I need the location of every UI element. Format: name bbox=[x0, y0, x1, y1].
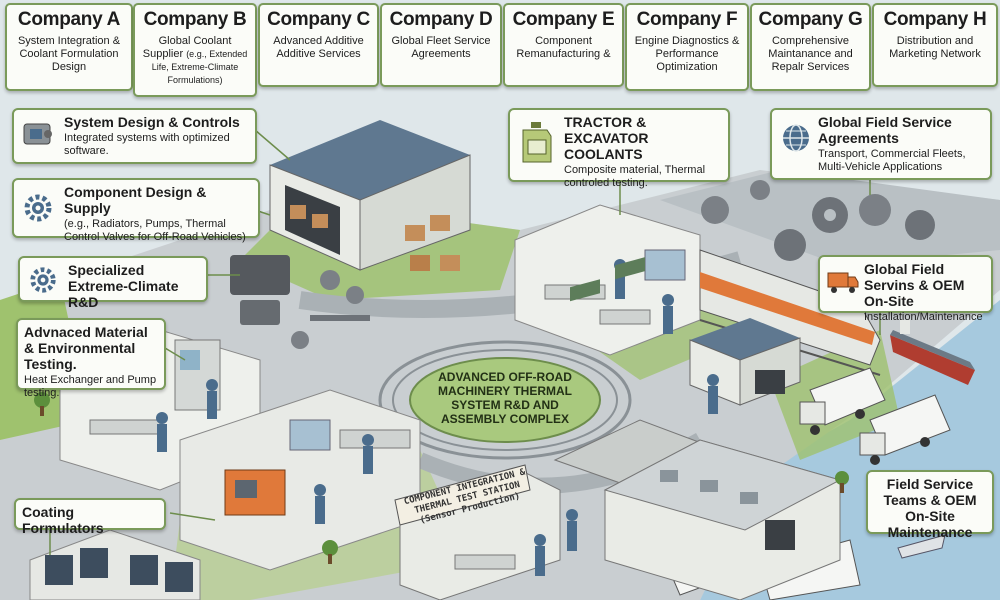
label-title: Advnaced Material & Environmental Testin… bbox=[24, 324, 148, 372]
company-card-b[interactable]: Company B Global Coolant Supplier (e.g.,… bbox=[133, 3, 257, 97]
label-desc: Composite material, Thermal controled te… bbox=[564, 164, 706, 189]
company-desc: Comprehensive Maintanance and Repalr Ser… bbox=[768, 35, 853, 73]
label-desc: Integrated systems with optimized softwa… bbox=[64, 132, 230, 157]
company-name: Company C bbox=[267, 9, 370, 30]
truck-icon bbox=[827, 272, 859, 293]
company-card-g[interactable]: Company G Comprehensive Maintanance and … bbox=[750, 3, 871, 91]
label-title: Component Design & Supply bbox=[64, 184, 207, 216]
label-material-testing[interactable]: Advnaced Material & Environmental Testin… bbox=[16, 318, 166, 399]
label-desc: Transport, Commercial Fleets, Multi-Vehi… bbox=[818, 148, 966, 173]
company-note: (e.g., Extended Life, Extreme-Climate Fo… bbox=[151, 49, 248, 85]
company-card-d[interactable]: Company D Global Fleet Service Agreement… bbox=[380, 3, 502, 87]
company-name: Company A bbox=[17, 9, 121, 30]
label-title: TRACTOR & EXCAVATOR COOLANTS bbox=[564, 114, 649, 162]
center-ring-mid bbox=[392, 349, 618, 451]
coolant-lab bbox=[514, 204, 701, 356]
company-name: Company E bbox=[512, 9, 615, 30]
label-system-design[interactable]: System Design & Controls Integrated syst… bbox=[12, 108, 257, 164]
gear-parts-display bbox=[660, 170, 1000, 265]
trees bbox=[34, 392, 849, 564]
globe-icon bbox=[783, 124, 809, 152]
label-title: Global Field Service Agreements bbox=[818, 114, 952, 146]
company-name: Company G bbox=[758, 9, 863, 30]
company-desc: Advanced Additive Additive Services bbox=[273, 35, 364, 60]
label-title: Specialized Extreme-Climate R&D bbox=[68, 262, 179, 310]
label-coolants[interactable]: TRACTOR & EXCAVATOR COOLANTS Composite m… bbox=[508, 108, 730, 189]
cargo-ship bbox=[890, 320, 975, 385]
company-desc: Global Fleet Service Agreements bbox=[391, 35, 491, 60]
cpu-chip-icon bbox=[23, 123, 52, 145]
gear-icon bbox=[30, 267, 56, 293]
label-field-agreements[interactable]: Global Field Service Agreements Transpor… bbox=[770, 108, 992, 180]
label-component-design[interactable]: Component Design & Supply (e.g., Radiato… bbox=[12, 178, 260, 243]
gear-icon bbox=[24, 194, 52, 222]
center-ring-core bbox=[409, 357, 601, 443]
test-station bbox=[394, 464, 578, 600]
depot-building bbox=[689, 318, 801, 414]
company-card-c[interactable]: Company C Advanced Additive Additive Ser… bbox=[258, 3, 379, 87]
company-desc: Global Coolant Supplier (e.g., Extended … bbox=[138, 35, 252, 87]
company-desc: Engine Diagnostics & Performance Optimiz… bbox=[634, 35, 740, 73]
company-card-a[interactable]: Company A System Integration & Coolant F… bbox=[5, 3, 133, 91]
production-hall bbox=[603, 439, 842, 600]
complex-title: ADVANCED OFF-ROAD MACHINERY THERMAL SYST… bbox=[438, 370, 572, 426]
machining-area bbox=[179, 389, 421, 571]
company-card-h[interactable]: Company H Distribution and Marketing Net… bbox=[872, 3, 998, 87]
company-desc: Distribution and Marketing Network bbox=[889, 35, 981, 60]
boat bbox=[897, 534, 946, 559]
label-title: Field Service Teams & OEM On-Site Mainte… bbox=[883, 476, 977, 540]
assembly-floor bbox=[553, 257, 722, 491]
label-title: Global Field Servins & OEM On-Site bbox=[864, 261, 965, 309]
label-title: System Design & Controls bbox=[64, 114, 240, 130]
engine-parts-display bbox=[230, 255, 370, 349]
company-desc-main: Global Coolant Supplier bbox=[142, 35, 232, 60]
company-name: Company F bbox=[636, 9, 738, 30]
warehouse-building bbox=[269, 120, 471, 271]
company-name: Company H bbox=[883, 9, 987, 30]
coolant-jug-icon bbox=[522, 122, 552, 163]
label-coating[interactable]: Coating Formulators bbox=[14, 498, 166, 536]
company-name: Company B bbox=[143, 9, 247, 30]
center-ring-outer bbox=[378, 340, 632, 460]
company-card-f[interactable]: Company F Engine Diagnostics & Performan… bbox=[625, 3, 749, 91]
label-field-servins[interactable]: Global Field Servins & OEM On-Site Insta… bbox=[818, 255, 993, 323]
label-field-teams[interactable]: Field Service Teams & OEM On-Site Mainte… bbox=[866, 470, 994, 540]
company-desc: System Integration & Coolant Formulation… bbox=[17, 35, 121, 73]
label-desc: Installation/Maintenance bbox=[864, 311, 983, 323]
company-desc: Component Remanufacturing & bbox=[516, 35, 611, 60]
label-extreme-climate[interactable]: Specialized Extreme-Climate R&D bbox=[18, 256, 208, 310]
label-title: Coating Formulators bbox=[22, 504, 104, 536]
company-name: Company D bbox=[389, 9, 493, 30]
label-desc: Heat Exchanger and Pump testing. bbox=[24, 374, 157, 399]
company-card-e[interactable]: Company E Component Remanufacturing & bbox=[503, 3, 624, 87]
label-desc: (e.g., Radiators, Pumps, Thermal Control… bbox=[64, 218, 246, 243]
control-panels bbox=[29, 529, 201, 600]
